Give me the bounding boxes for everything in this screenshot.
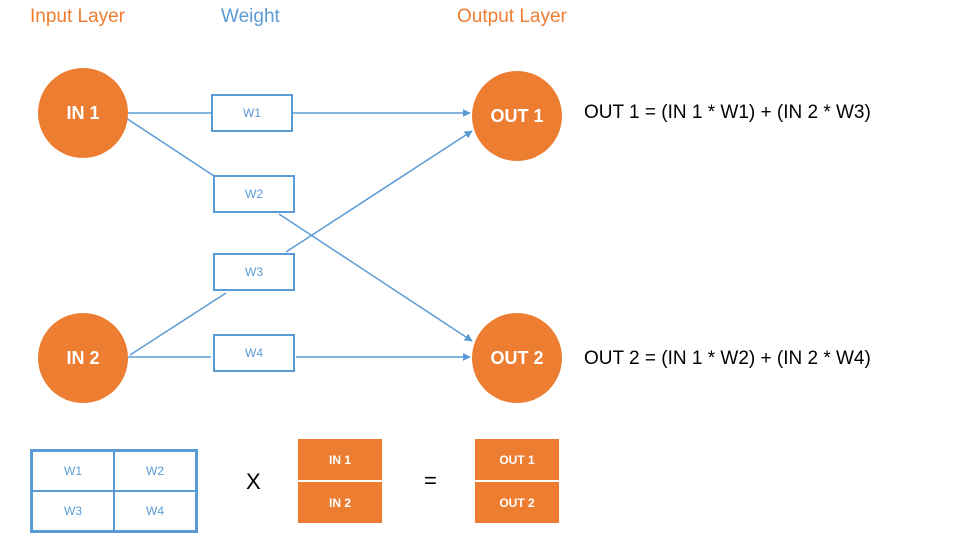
output-layer-header: Output Layer [457, 6, 567, 27]
formula-out1: OUT 1 = (IN 1 * W1) + (IN 2 * W3) [584, 102, 871, 123]
matrix-cell-w2: W2 [114, 451, 196, 491]
output-vector: OUT 1 OUT 2 [475, 439, 559, 523]
weight-header: Weight [221, 6, 280, 27]
node-out2: OUT 2 [472, 313, 562, 403]
output-vector-out1: OUT 1 [475, 439, 559, 480]
node-in2: IN 2 [38, 313, 128, 403]
formula-out2: OUT 2 = (IN 1 * W2) + (IN 2 * W4) [584, 348, 871, 369]
edge-in2-w3 [129, 292, 227, 356]
matrix-cell-w4: W4 [114, 491, 196, 531]
weight-box-w2: W2 [213, 175, 295, 213]
input-vector-in1: IN 1 [298, 439, 382, 480]
weight-box-w4: W4 [213, 334, 295, 372]
weight-matrix: W1 W2 W3 W4 [30, 449, 198, 533]
edge-w2-out2 [278, 213, 473, 342]
input-vector: IN 1 IN 2 [298, 439, 382, 523]
edge-in1-w2 [125, 117, 215, 177]
weight-box-w1: W1 [211, 94, 293, 132]
matrix-cell-w1: W1 [32, 451, 114, 491]
output-vector-out2: OUT 2 [475, 480, 559, 523]
edge-w3-out1 [285, 130, 473, 253]
matrix-cell-w3: W3 [32, 491, 114, 531]
input-layer-header: Input Layer [30, 6, 126, 27]
input-vector-in2: IN 2 [298, 480, 382, 523]
node-in1: IN 1 [38, 68, 128, 158]
node-out1: OUT 1 [472, 71, 562, 161]
weight-box-w3: W3 [213, 253, 295, 291]
equals-sign: = [424, 468, 437, 493]
multiply-sign: X [246, 469, 261, 494]
